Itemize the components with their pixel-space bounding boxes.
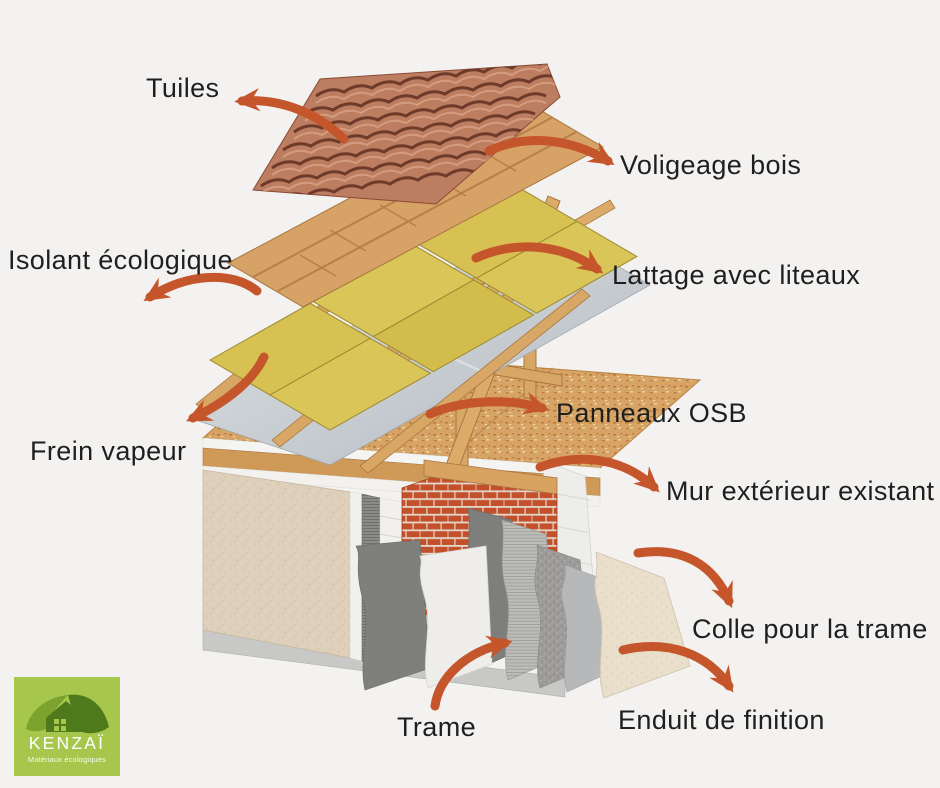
logo-name: KENZAÏ [29, 733, 105, 753]
leaf-house-icon [26, 694, 109, 734]
arrow-mur-exterieur [535, 454, 660, 493]
label-lattage: Lattage avec liteaux [612, 260, 861, 290]
render-layers-fan [355, 507, 691, 699]
arrow-colle [633, 547, 734, 609]
arrow-trame [430, 635, 513, 711]
logo-tagline: Matériaux écologiques [28, 755, 106, 764]
tiles-layer [252, 63, 561, 205]
insulation-panel [372, 279, 535, 373]
arrow-isolant [143, 272, 262, 302]
label-mur-exterieur: Mur extérieur existant [666, 476, 935, 506]
label-isolant: Isolant écologique [8, 245, 233, 275]
house-silhouette [46, 701, 86, 732]
label-frein-vapeur: Frein vapeur [30, 436, 187, 466]
arrow-enduit [618, 642, 734, 693]
arrow-voligeage [484, 136, 615, 166]
counter-batten [359, 288, 591, 474]
arrow-panneaux-osb [425, 391, 550, 419]
chimney [75, 702, 82, 713]
annotation-arrows [143, 87, 734, 711]
eps-block-lines [543, 491, 593, 598]
insulation-layer [208, 185, 638, 431]
label-voligeage: Voligeage bois [620, 150, 802, 180]
insulation-panel [475, 220, 638, 314]
front-dark-sheet [355, 539, 431, 691]
label-trame: Trame [397, 712, 477, 742]
interior-finish-panel [202, 469, 351, 659]
arrow-lattage [471, 242, 604, 274]
arrow-frein-vapeur [185, 352, 269, 423]
wall-top-plate [423, 459, 558, 495]
insulation-panel [268, 337, 432, 431]
label-colle: Colle pour la trame [692, 614, 928, 644]
house-windows [54, 719, 66, 731]
label-tuiles: Tuiles [146, 73, 220, 103]
label-panneaux-osb: Panneaux OSB [556, 398, 747, 428]
tile-rows [253, 64, 560, 204]
enduit-finish-sheet [594, 551, 691, 699]
leaf-light [26, 695, 68, 732]
label-enduit: Enduit de finition [618, 705, 825, 735]
kenzai-logo: KENZAÏ Matériaux écologiques [14, 677, 120, 776]
arrow-tuiles [234, 87, 349, 144]
tiles-sheet [252, 63, 561, 205]
